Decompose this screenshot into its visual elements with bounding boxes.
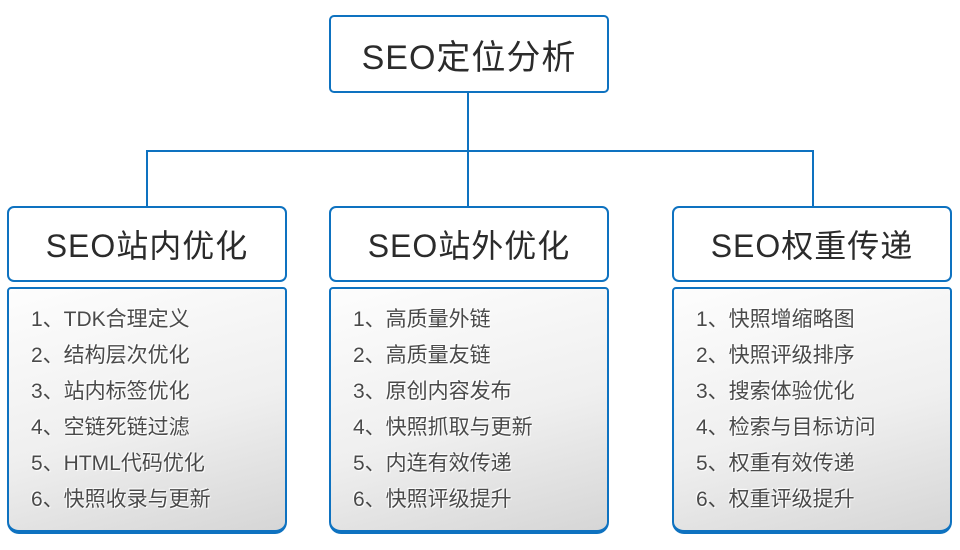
column-onsite-list: 1、TDK合理定义 2、结构层次优化 3、站内标签优化 4、空链死链过滤 5、H…	[7, 287, 287, 534]
list-item: 3、搜索体验优化	[696, 380, 855, 403]
list-item: 4、快照抓取与更新	[353, 416, 533, 439]
list-item: 5、HTML代码优化	[31, 452, 205, 475]
column-offsite-header: SEO站外优化	[329, 206, 609, 282]
list-item: 6、快照收录与更新	[31, 488, 211, 511]
column-onsite-header: SEO站内优化	[7, 206, 287, 282]
column-onsite-title: SEO站内优化	[45, 228, 249, 264]
connector-left-vertical	[146, 150, 148, 207]
root-node: SEO定位分析	[329, 15, 609, 93]
list-item: 2、结构层次优化	[31, 344, 190, 367]
list-item: 2、高质量友链	[353, 344, 491, 367]
list-item: 5、内连有效传递	[353, 452, 512, 475]
list-item: 1、快照增缩略图	[696, 308, 855, 331]
list-item: 3、原创内容发布	[353, 380, 512, 403]
list-item: 1、TDK合理定义	[31, 308, 190, 331]
list-item: 6、权重评级提升	[696, 488, 855, 511]
list-item: 4、检索与目标访问	[696, 416, 876, 439]
list-item: 5、权重有效传递	[696, 452, 855, 475]
column-weight-list: 1、快照增缩略图 2、快照评级排序 3、搜索体验优化 4、检索与目标访问 5、权…	[672, 287, 952, 534]
column-offsite-list: 1、高质量外链 2、高质量友链 3、原创内容发布 4、快照抓取与更新 5、内连有…	[329, 287, 609, 534]
connector-right-vertical	[812, 150, 814, 207]
connector-horizontal	[146, 150, 814, 152]
list-item: 4、空链死链过滤	[31, 416, 190, 439]
root-node-title: SEO定位分析	[361, 38, 577, 77]
column-weight-title: SEO权重传递	[710, 228, 914, 264]
column-offsite-title: SEO站外优化	[367, 228, 571, 264]
list-item: 3、站内标签优化	[31, 380, 190, 403]
column-weight-header: SEO权重传递	[672, 206, 952, 282]
list-item: 6、快照评级提升	[353, 488, 512, 511]
list-item: 2、快照评级排序	[696, 344, 855, 367]
list-item: 1、高质量外链	[353, 308, 491, 331]
